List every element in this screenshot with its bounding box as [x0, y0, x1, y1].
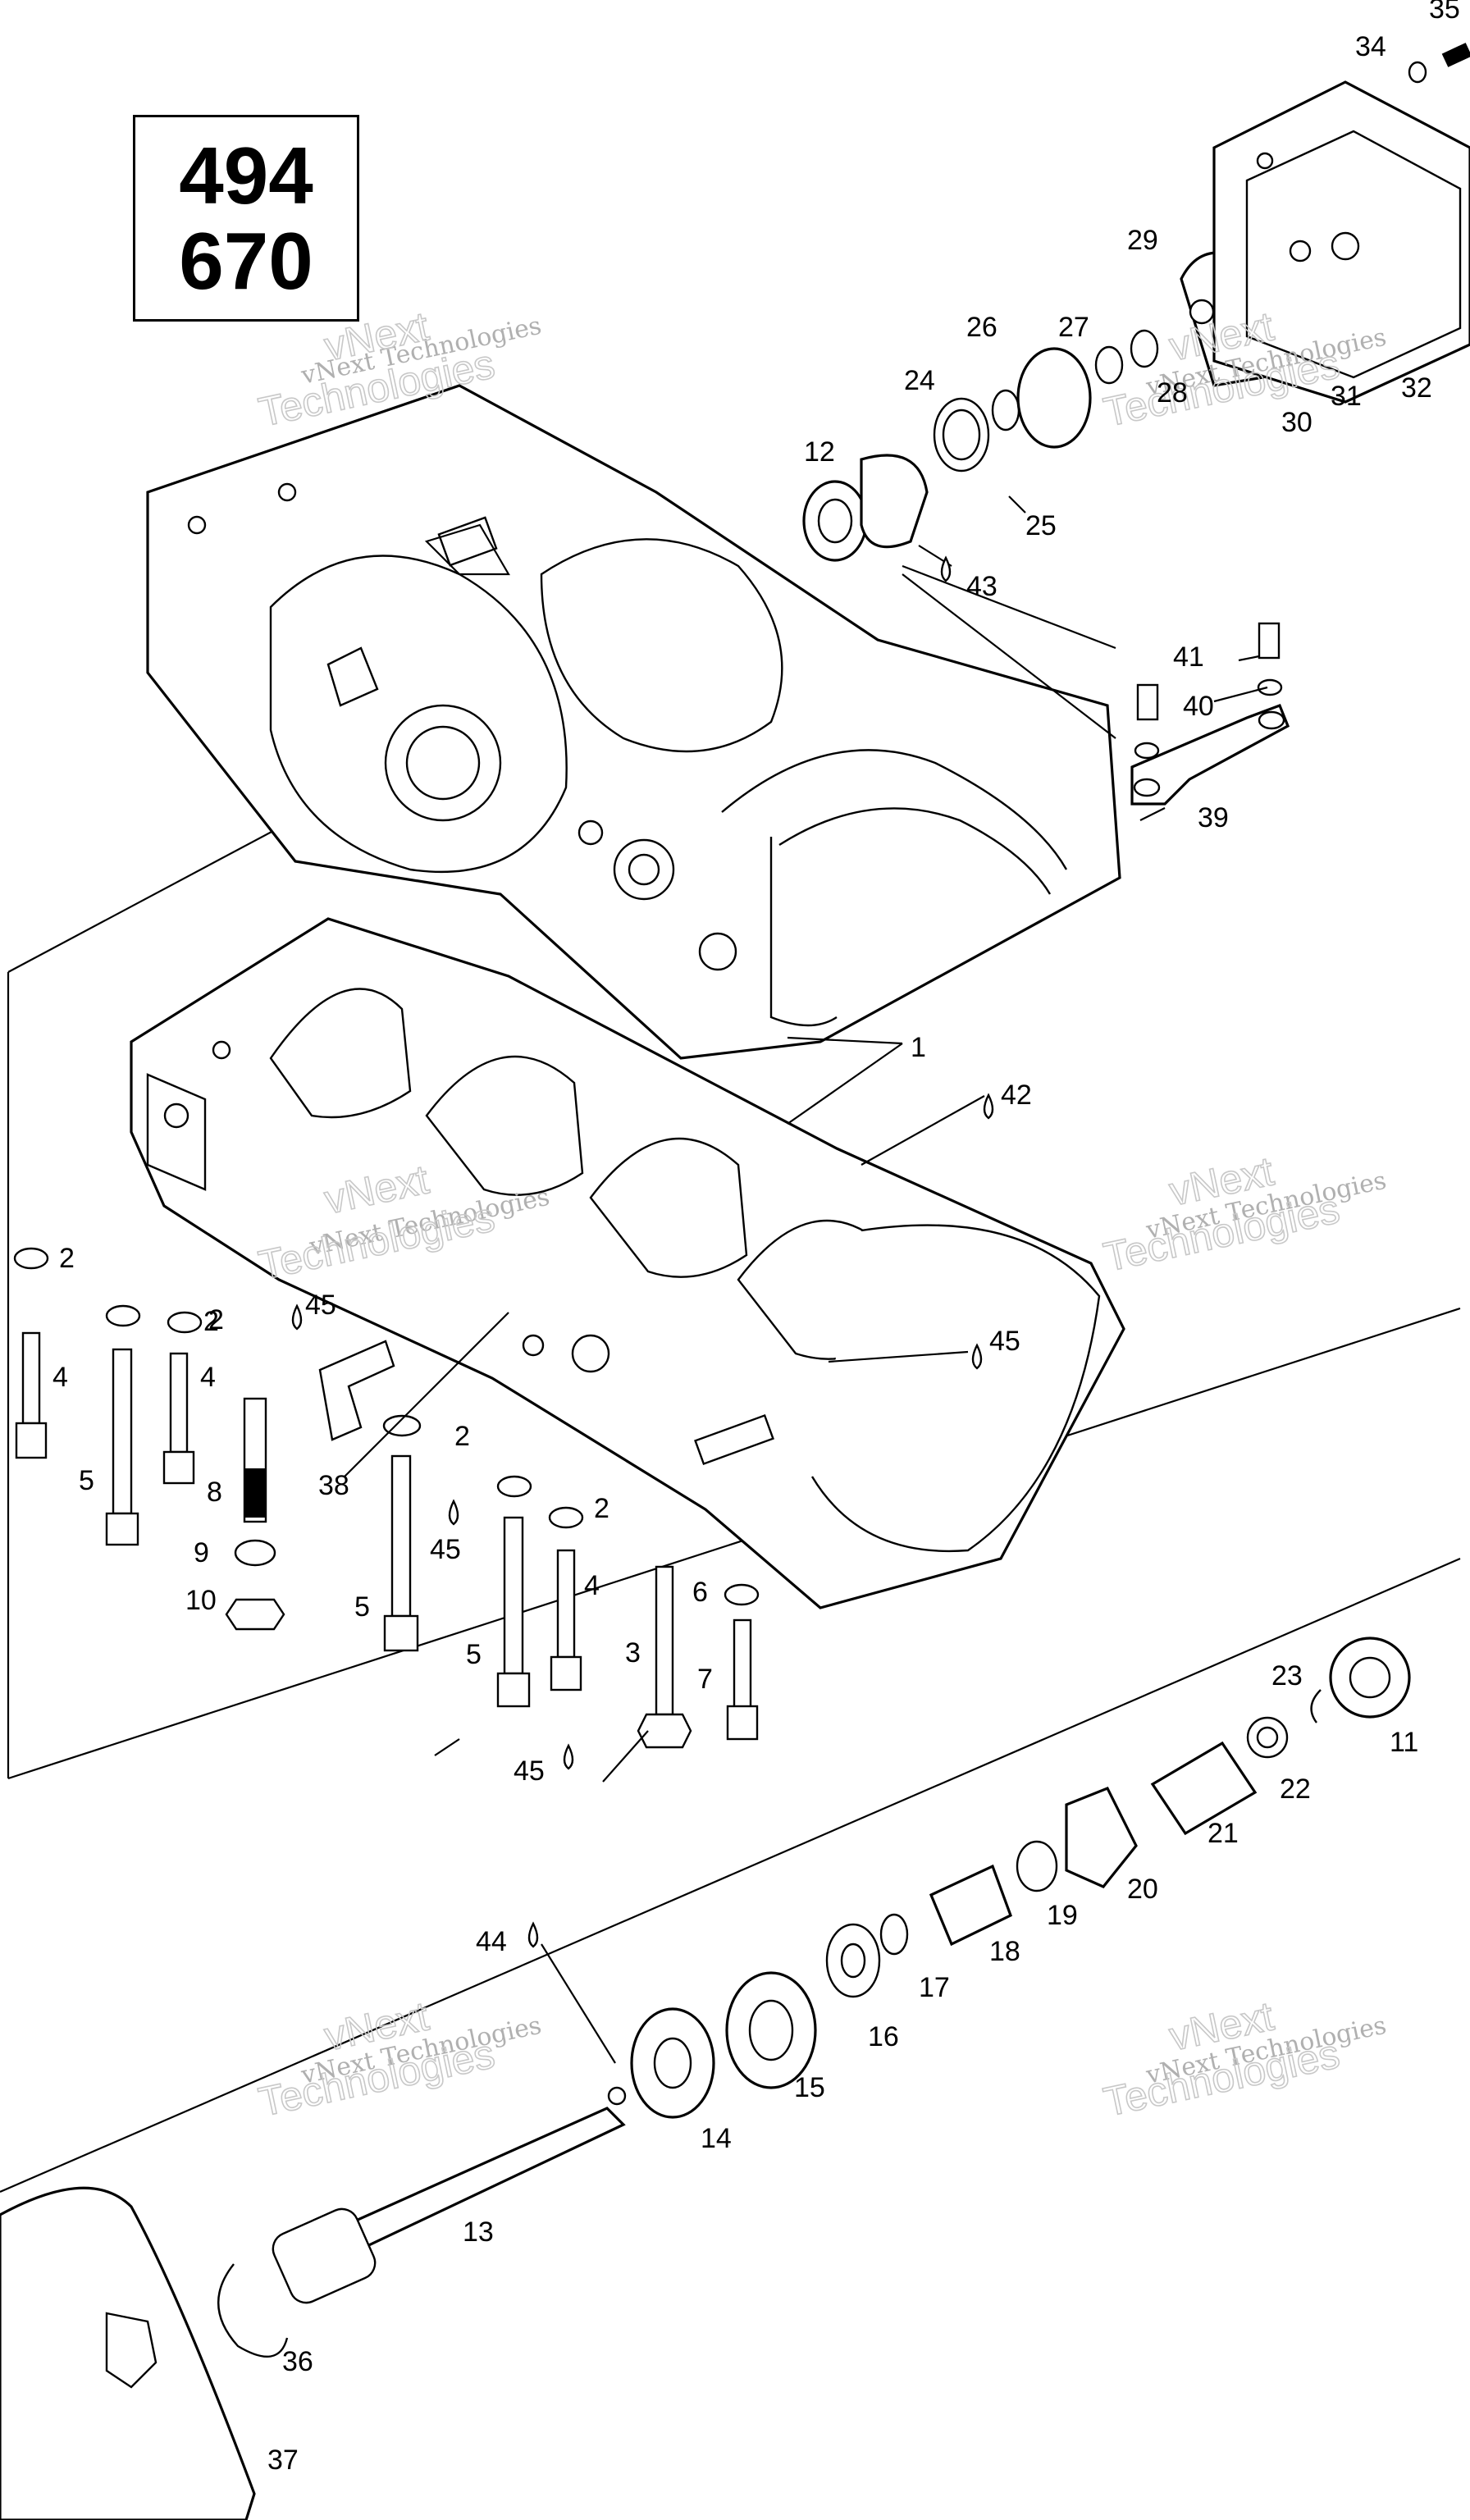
callout-label: 24: [904, 365, 935, 396]
callout-label: 5: [354, 1591, 370, 1623]
callout-label: 1: [911, 1032, 926, 1063]
callout-label: 19: [1047, 1900, 1078, 1931]
callout-label: 7: [697, 1664, 713, 1695]
bracket-assembly: [1130, 622, 1290, 806]
callout-label: 29: [1127, 225, 1158, 256]
callout-label: 13: [463, 2216, 494, 2248]
callout-label: 26: [966, 312, 998, 343]
lubricant-drop-symbols: [291, 555, 994, 1948]
callout-label: 34: [1355, 31, 1386, 62]
callout-label: 38: [318, 1470, 349, 1501]
callout-label: 4: [584, 1570, 600, 1601]
crankcase-fasteners: [13, 1247, 760, 1749]
callout-label: 10: [185, 1585, 217, 1616]
callout-label: 36: [282, 2346, 313, 2377]
callout-label: 2: [59, 1243, 75, 1274]
model-number: 494: [179, 130, 313, 221]
callout-label: 43: [966, 571, 998, 602]
callout-label: 35: [1429, 0, 1460, 25]
callout-label: 5: [466, 1639, 482, 1670]
callout-label: 45: [430, 1534, 461, 1565]
callout-label: 6: [692, 1577, 708, 1608]
callout-label: 15: [794, 2072, 825, 2103]
lower-crankcase-half: [130, 917, 1125, 1609]
callout-label: 14: [701, 2123, 732, 2154]
callout-label: 40: [1183, 691, 1214, 722]
callout-label: 20: [1127, 1874, 1158, 1905]
callout-label: 2: [208, 1304, 224, 1335]
callout-label: 9: [194, 1537, 209, 1568]
callout-label: 4: [200, 1362, 216, 1393]
callout-label: 18: [989, 1936, 1020, 1967]
upper-crankcase-half: [146, 384, 1121, 1060]
callout-label: 37: [267, 2445, 299, 2476]
callout-label: 21: [1208, 1818, 1239, 1849]
callout-labels: 1 2 2 2 2 2 3 4 4 4 5 5 5 6 7 8 9 10 11 …: [52, 0, 1460, 2476]
bearing-and-seals-upper: [802, 329, 1159, 562]
callout-label: 16: [868, 2021, 899, 2052]
callout-label: 8: [207, 1477, 222, 1508]
water-pump-cover: [1180, 43, 1470, 404]
callout-label: 12: [804, 436, 835, 468]
engine-model-box: 494 670: [133, 115, 359, 322]
callout-label: 11: [1390, 1727, 1418, 1758]
callout-label: 2: [454, 1421, 470, 1452]
callout-label: 23: [1271, 1660, 1303, 1691]
callout-label: 45: [514, 1755, 545, 1787]
callout-label: 22: [1280, 1774, 1311, 1805]
callout-label: 25: [1025, 510, 1057, 541]
leader-lines: [344, 495, 1268, 2064]
callout-label: 28: [1157, 377, 1188, 409]
callout-label: 27: [1058, 312, 1089, 343]
callout-label: 45: [305, 1290, 336, 1321]
output-shaft-assembly: [0, 1637, 1411, 2520]
callout-label: 2: [594, 1493, 609, 1524]
callout-label: 45: [989, 1326, 1020, 1357]
callout-label: 41: [1173, 641, 1204, 673]
callout-label: 44: [476, 1926, 507, 1957]
callout-label: 4: [52, 1362, 68, 1393]
callout-label: 5: [79, 1465, 94, 1496]
callout-label: 3: [625, 1637, 641, 1669]
callout-label: 30: [1281, 407, 1312, 438]
callout-label: 2: [203, 1306, 219, 1337]
model-number: 670: [179, 216, 313, 306]
callout-label: 42: [1001, 1080, 1032, 1111]
callout-label: 32: [1401, 372, 1432, 404]
callout-label: 17: [919, 1972, 950, 2003]
callout-label: 39: [1198, 802, 1229, 833]
callout-label: 31: [1331, 381, 1362, 412]
